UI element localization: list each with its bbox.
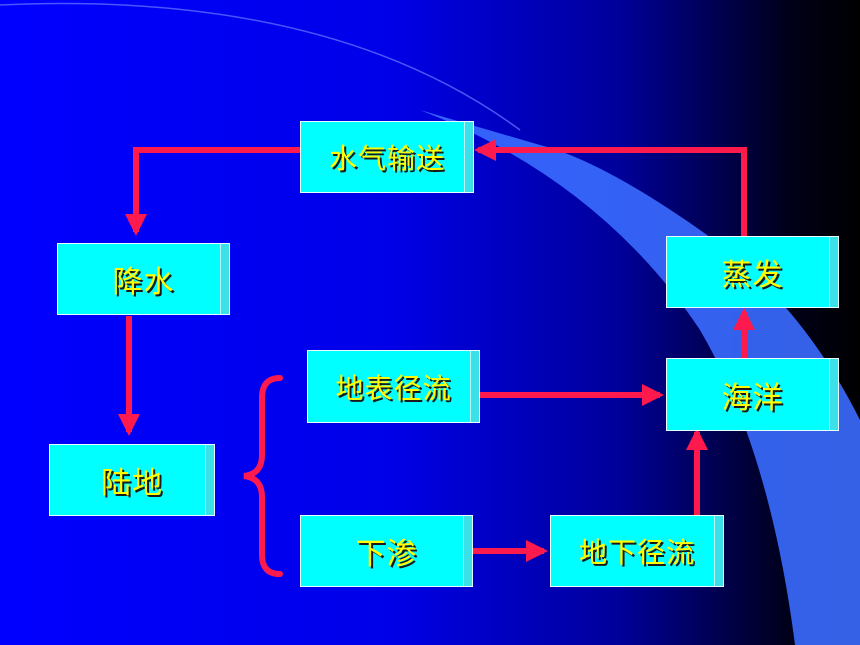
node-evaporation: 蒸发 <box>666 236 839 308</box>
node-ocean: 海洋 <box>666 358 839 431</box>
node-label: 蒸发 <box>721 258 784 293</box>
node-label: 下渗 <box>355 537 418 572</box>
node-label: 海洋 <box>721 380 784 416</box>
node-precipitation: 降水 <box>57 243 230 315</box>
node-label: 地下径流 <box>578 536 695 569</box>
node-land: 陆地 <box>49 444 215 516</box>
arrow-vapor-to-precipitation <box>125 147 302 236</box>
node-vapor-transport: 水气输送 <box>300 121 474 193</box>
node-groundwater-runoff: 地下径流 <box>550 515 724 587</box>
node-infiltration: 下渗 <box>300 515 473 587</box>
node-label: 水气输送 <box>328 142 445 175</box>
brace-land-branches <box>243 375 283 577</box>
arrow-evaporation-to-vapor <box>474 139 747 238</box>
node-surface-runoff: 地表径流 <box>307 350 480 423</box>
node-label: 降水 <box>112 265 175 300</box>
node-label: 陆地 <box>101 466 163 501</box>
node-label: 地表径流 <box>335 371 452 405</box>
